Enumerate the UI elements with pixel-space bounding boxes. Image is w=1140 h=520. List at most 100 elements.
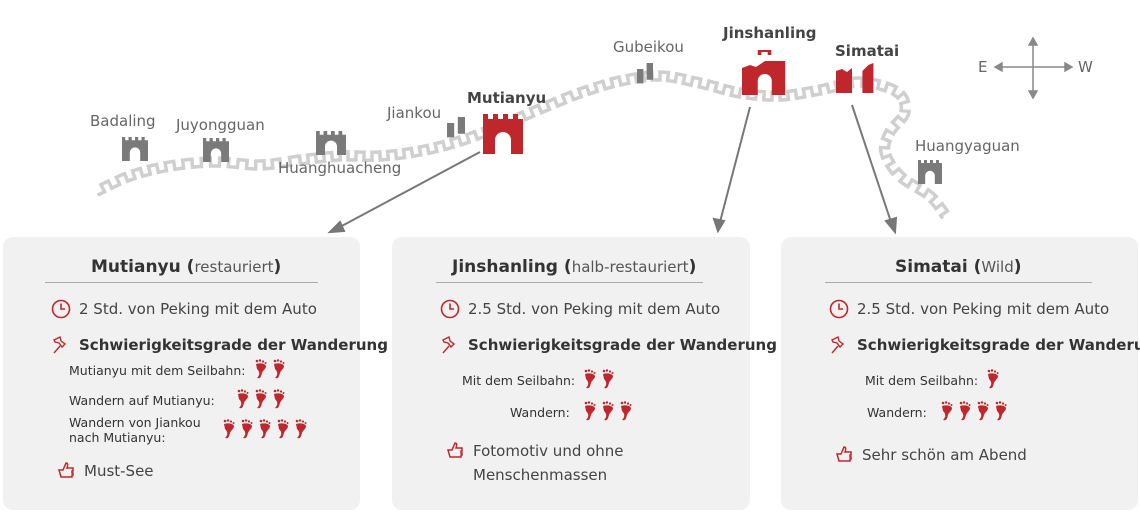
difficulty-heading: Schwierigkeitsgrade der Wanderung: [440, 335, 777, 355]
card-title-qualifier: halb-restauriert: [571, 258, 689, 276]
arrows: [327, 104, 898, 235]
card-title: Jinshanling (halb-restauriert): [452, 257, 697, 277]
footprint-icon: [959, 401, 971, 421]
highlight-text: Fotomotiv und ohne Menschenmassen: [473, 442, 624, 484]
title-divider: [45, 282, 318, 283]
title-divider: [436, 282, 703, 283]
map-label-badaling: Badaling: [90, 112, 156, 130]
thumbs-up-icon: [447, 442, 463, 458]
compass-icon: [993, 36, 1074, 100]
footprint-icon: [941, 401, 953, 421]
clock-icon: [829, 299, 849, 319]
footprint-icon: [241, 419, 253, 439]
tower-icon-jiankou: [447, 117, 465, 138]
travel-time-text: 2.5 Std. von Peking mit dem Auto: [468, 300, 721, 318]
card-title: Mutianyu (restauriert): [91, 257, 282, 277]
rating-label: Mit dem Seilbahn:: [462, 373, 576, 388]
map-label-gubeikou: Gubeikou: [613, 38, 684, 56]
card-title: Simatai (Wild): [895, 257, 1022, 277]
rating-label: Wandern:: [867, 405, 927, 420]
travel-time: 2.5 Std. von Peking mit dem Auto: [440, 299, 720, 319]
travel-time: 2.5 Std. von Peking mit dem Auto: [829, 299, 1109, 319]
difficulty-heading: Schwierigkeitsgrade der Wanderung: [51, 335, 388, 355]
difficulty-heading-text: Schwierigkeitsgrade der Wanderung: [79, 336, 388, 354]
map-label-huangyaguan: Huangyaguan: [915, 137, 1020, 155]
pushpin-icon: [442, 335, 456, 354]
highlight: Sehr schön am Abend: [834, 445, 1102, 467]
difficulty-rating: [221, 419, 308, 439]
rating-label: Wandern von Jiankou nach Mutianyu:: [69, 415, 201, 445]
compass-east: E: [978, 58, 988, 76]
title-divider: [825, 282, 1092, 283]
footprint-icon: [977, 401, 989, 421]
map-label-jinshanling: Jinshanling: [723, 24, 817, 42]
great-wall-map: [96, 36, 1074, 235]
clock-icon: [440, 299, 460, 319]
difficulty-rating: [582, 369, 615, 389]
arrow-head: [712, 217, 726, 234]
footprint-icon: [584, 401, 596, 421]
pushpin-icon: [831, 335, 845, 354]
travel-time-text: 2.5 Std. von Peking mit dem Auto: [857, 300, 1110, 318]
rating-label: Wandern auf Mutianyu:: [69, 393, 215, 408]
difficulty-rating: [253, 359, 286, 379]
footprint-icon: [255, 389, 267, 409]
pushpin-icon: [53, 335, 67, 354]
card-title-name: Mutianyu: [91, 257, 181, 277]
thumbs-up-icon: [836, 446, 852, 462]
tower-icon-huanghuacheng: [316, 131, 346, 155]
clock-icon: [51, 299, 71, 319]
footprint-icon: [277, 419, 289, 439]
tower-icon-jinshanling: [742, 50, 786, 95]
travel-time-text: 2 Std. von Peking mit dem Auto: [79, 300, 317, 318]
card-title-name: Simatai: [895, 257, 968, 277]
card-title-qualifier: restauriert: [194, 258, 274, 276]
highlight: Fotomotiv und ohne Menschenmassen: [445, 441, 643, 487]
tower-icon-badaling: [122, 137, 148, 161]
map-label-simatai: Simatai: [835, 42, 900, 60]
highlight: Must-See: [56, 461, 324, 483]
highlight-text: Sehr schön am Abend: [862, 446, 1027, 464]
map-label-juyongguan: Juyongguan: [176, 116, 265, 134]
card-simatai: Simatai (Wild) 2.5 Std. von Peking mit d…: [781, 237, 1140, 510]
footprint-icon: [995, 401, 1007, 421]
thumbs-up-icon: [58, 462, 74, 478]
tower-icon-gubeikou: [637, 63, 653, 84]
footprint-icon: [602, 369, 614, 389]
difficulty-rating: [985, 369, 1000, 389]
footprint-icon: [273, 359, 285, 379]
footprint-icon: [237, 389, 249, 409]
highlight-text: Must-See: [84, 462, 154, 480]
travel-time: 2 Std. von Peking mit dem Auto: [51, 299, 317, 319]
difficulty-heading: Schwierigkeitsgrade der Wanderung: [829, 335, 1140, 355]
difficulty-rating: [582, 401, 633, 421]
card-mutianyu: Mutianyu (restauriert) 2 Std. von Peking…: [3, 237, 388, 510]
tower-icon-huangyaguan: [918, 160, 942, 184]
arrow-simatai: [851, 104, 892, 223]
map-label-mutianyu: Mutianyu: [467, 89, 547, 107]
footprint-icon: [273, 389, 285, 409]
rating-label: Mutianyu mit dem Seilbahn:: [69, 363, 246, 378]
difficulty-heading-text: Schwierigkeitsgrade der Wanderung: [468, 336, 777, 354]
arrow-head: [327, 220, 346, 234]
card-jinshanling: Jinshanling (halb-restauriert) 2.5 Std. …: [392, 237, 777, 510]
footprint-icon: [987, 369, 999, 389]
tower-icon-mutianyu: [483, 114, 523, 154]
footprint-icon: [584, 369, 596, 389]
difficulty-rating: [235, 389, 286, 409]
map-label-jiankou: Jiankou: [387, 104, 442, 122]
arrow-jinshanling: [719, 106, 751, 223]
map-label-huanghuacheng: Huanghuacheng: [278, 159, 402, 177]
card-title-qualifier: Wild: [981, 258, 1014, 276]
arrow-mutianyu: [337, 151, 481, 229]
difficulty-rating: [939, 401, 1008, 421]
footprint-icon: [295, 419, 307, 439]
card-title-name: Jinshanling: [452, 257, 558, 277]
footprint-icon: [255, 359, 267, 379]
compass-west: W: [1078, 58, 1093, 76]
difficulty-heading-text: Schwierigkeitsgrade der Wanderung: [857, 336, 1140, 354]
arrow-head: [884, 216, 898, 235]
rating-label: Mit dem Seilbahn:: [865, 373, 979, 388]
footprint-icon: [602, 401, 614, 421]
footprint-icon: [223, 419, 235, 439]
